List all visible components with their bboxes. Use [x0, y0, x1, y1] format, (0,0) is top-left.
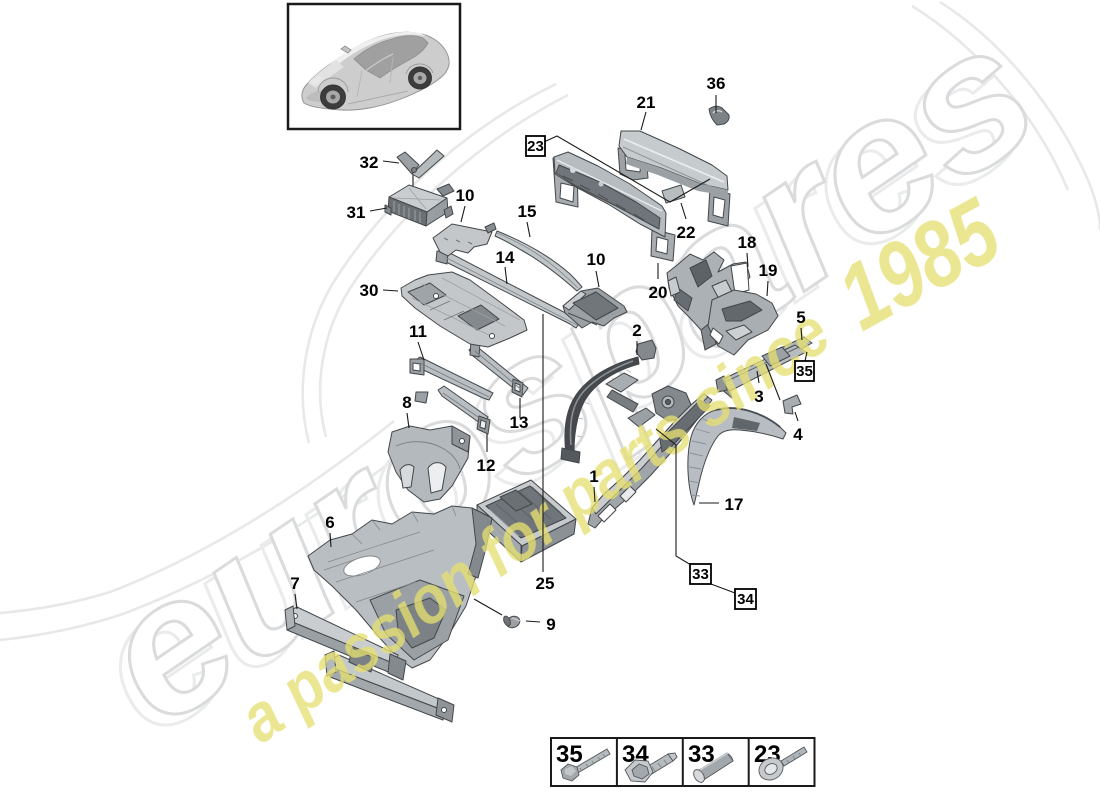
svg-text:35: 35 — [796, 363, 813, 380]
svg-text:6: 6 — [325, 513, 334, 532]
svg-text:2: 2 — [632, 321, 641, 340]
svg-text:10: 10 — [456, 186, 475, 205]
svg-text:21: 21 — [637, 93, 656, 112]
svg-text:3: 3 — [754, 387, 763, 406]
svg-text:20: 20 — [649, 283, 668, 302]
svg-text:22: 22 — [677, 223, 696, 242]
svg-text:15: 15 — [518, 202, 537, 221]
svg-text:11: 11 — [409, 322, 427, 341]
svg-text:32: 32 — [360, 153, 379, 172]
svg-text:7: 7 — [290, 574, 299, 593]
svg-text:14: 14 — [496, 248, 515, 267]
svg-text:4: 4 — [793, 425, 803, 444]
svg-text:31: 31 — [347, 203, 366, 222]
svg-text:17: 17 — [725, 495, 744, 514]
svg-text:23: 23 — [527, 138, 544, 155]
svg-text:8: 8 — [402, 393, 411, 412]
svg-text:10: 10 — [587, 250, 606, 269]
svg-text:5: 5 — [796, 308, 805, 327]
svg-text:18: 18 — [738, 233, 757, 252]
svg-text:12: 12 — [477, 456, 496, 475]
svg-text:35: 35 — [556, 741, 583, 768]
svg-text:34: 34 — [737, 591, 754, 608]
svg-text:19: 19 — [759, 261, 778, 280]
svg-text:36: 36 — [707, 74, 726, 93]
svg-text:13: 13 — [510, 413, 529, 432]
svg-text:30: 30 — [360, 281, 379, 300]
svg-text:1: 1 — [589, 467, 598, 486]
svg-text:33: 33 — [692, 566, 709, 583]
svg-text:9: 9 — [546, 615, 555, 634]
svg-text:25: 25 — [536, 574, 555, 593]
